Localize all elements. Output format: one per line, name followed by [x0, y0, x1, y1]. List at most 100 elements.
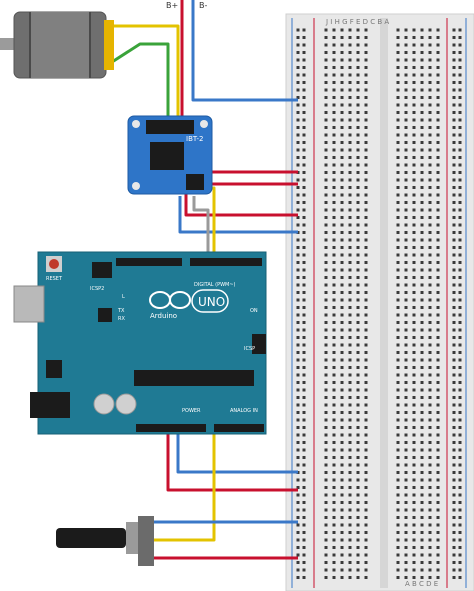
breadboard-hole	[324, 58, 328, 62]
breadboard-hole	[324, 28, 328, 32]
breadboard-hole	[348, 186, 352, 189]
breadboard-hole	[348, 51, 352, 54]
breadboard-hole	[458, 381, 462, 384]
breadboard-hole	[356, 508, 360, 512]
breadboard-hole	[412, 216, 416, 219]
breadboard-hole	[420, 36, 424, 39]
breadboard-hole	[404, 373, 408, 377]
breadboard-hole	[452, 298, 456, 302]
breadboard-hole	[404, 141, 408, 144]
breadboard-hole	[452, 81, 456, 84]
breadboard-hole	[348, 411, 352, 414]
breadboard-hole	[420, 471, 424, 474]
breadboard-hole	[324, 103, 328, 107]
breadboard-hole	[332, 58, 336, 62]
breadboard-hole	[452, 411, 456, 414]
breadboard-hole	[348, 291, 352, 294]
breadboard-hole	[412, 388, 416, 392]
breadboard-hole	[396, 501, 400, 504]
breadboard-hole	[412, 141, 416, 144]
breadboard-hole	[296, 73, 300, 77]
breadboard-hole	[348, 298, 352, 302]
breadboard-hole	[412, 208, 416, 212]
breadboard-hole	[296, 418, 300, 422]
breadboard-hole	[436, 51, 440, 54]
breadboard-hole	[340, 366, 344, 369]
breadboard-hole	[428, 81, 432, 84]
breadboard-hole	[458, 268, 462, 272]
breadboard-hole	[356, 553, 360, 557]
breadboard-hole	[458, 471, 462, 474]
breadboard-hole	[296, 493, 300, 497]
breadboard-hole	[420, 328, 424, 332]
breadboard-hole	[412, 171, 416, 174]
breadboard-hole	[396, 366, 400, 369]
breadboard-hole	[364, 231, 368, 234]
breadboard-hole	[340, 178, 344, 182]
breadboard-hole	[296, 193, 300, 197]
breadboard-hole	[302, 358, 306, 362]
breadboard-hole	[436, 388, 440, 392]
breadboard-hole	[396, 553, 400, 557]
breadboard-hole	[420, 223, 424, 227]
breadboard-hole	[412, 268, 416, 272]
breadboard-hole	[356, 418, 360, 422]
breadboard-hole	[412, 508, 416, 512]
breadboard-hole	[452, 366, 456, 369]
breadboard-hole	[332, 523, 336, 527]
breadboard-hole	[332, 141, 336, 144]
breadboard-hole	[364, 66, 368, 69]
breadboard-hole	[420, 336, 424, 339]
breadboard-hole	[340, 561, 344, 564]
breadboard-hole	[412, 523, 416, 527]
breadboard-hole	[364, 43, 368, 47]
breadboard-hole	[404, 486, 408, 489]
breadboard-hole	[302, 403, 306, 407]
breadboard-hole	[324, 178, 328, 182]
breadboard-hole	[436, 426, 440, 429]
breadboard-hole	[404, 396, 408, 399]
breadboard-hole	[296, 43, 300, 47]
breadboard-hole	[348, 178, 352, 182]
breadboard-hole	[396, 171, 400, 174]
breadboard-hole	[458, 178, 462, 182]
breadboard-hole	[332, 456, 336, 459]
reset-button-cap[interactable]	[49, 259, 59, 269]
breadboard-hole	[404, 43, 408, 47]
breadboard-hole	[324, 261, 328, 264]
breadboard-hole	[302, 291, 306, 294]
breadboard-hole	[396, 456, 400, 459]
breadboard-hole	[436, 313, 440, 317]
breadboard-hole	[356, 111, 360, 114]
breadboard-hole	[428, 553, 432, 557]
breadboard-hole	[324, 531, 328, 534]
breadboard-hole	[302, 396, 306, 399]
breadboard-hole	[452, 328, 456, 332]
breadboard-hole	[452, 351, 456, 354]
breadboard-hole	[412, 328, 416, 332]
breadboard-hole	[356, 276, 360, 279]
breadboard-hole	[458, 246, 462, 249]
breadboard-hole	[436, 66, 440, 69]
breadboard-hole	[296, 328, 300, 332]
breadboard-hole	[348, 216, 352, 219]
breadboard-hole	[452, 418, 456, 422]
breadboard-hole	[420, 388, 424, 392]
breadboard-hole	[452, 231, 456, 234]
breadboard-hole	[412, 193, 416, 197]
breadboard-hole	[404, 538, 408, 542]
breadboard-hole	[302, 231, 306, 234]
breadboard-hole	[396, 396, 400, 399]
breadboard-hole	[458, 171, 462, 174]
breadboard-hole	[348, 283, 352, 287]
breadboard-hole	[396, 448, 400, 452]
breadboard-hole	[302, 216, 306, 219]
breadboard-hole	[356, 103, 360, 107]
breadboard-hole	[324, 253, 328, 257]
breadboard-hole	[420, 148, 424, 152]
breadboard-hole	[458, 508, 462, 512]
breadboard-hole	[332, 51, 336, 54]
uno-text: UNO	[198, 295, 225, 309]
breadboard-hole	[348, 366, 352, 369]
breadboard-hole	[428, 523, 432, 527]
